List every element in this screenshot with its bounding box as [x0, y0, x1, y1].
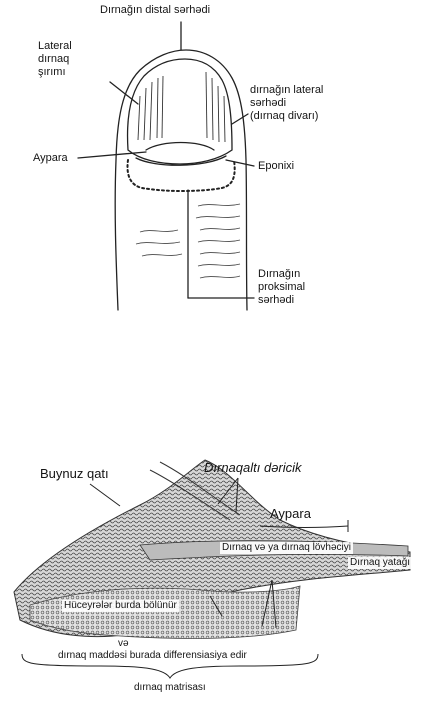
label-differentiates: dırnaq maddəsi burada differensiasiya ed…	[58, 650, 247, 662]
label-cells-divide: Hüceyrələr burda bölünür	[62, 600, 179, 612]
label-lateral-edge: dırnağın lateral sərhədi (dırnaq divarı)	[250, 84, 323, 123]
label-proximal-edge: Dırnağın proksimal sərhədi	[258, 268, 305, 307]
lunula-curve	[146, 143, 214, 151]
finger-outline	[115, 50, 247, 310]
matrix-region	[30, 586, 300, 638]
nail-plate-outline	[128, 59, 232, 164]
label-horn-layer: Buynuz qatı	[40, 466, 109, 481]
label-nail-plate: Dırnaq və ya dırnaq lövhəciyi	[220, 542, 353, 554]
label-matrix: dırnaq matrisası	[134, 682, 206, 694]
label-and: və	[118, 638, 129, 650]
label-eponychium: Eponixi	[258, 160, 294, 173]
label-lunula-top: Aypara	[33, 152, 68, 165]
label-lateral-groove: Lateral dırnaq şırımı	[38, 40, 72, 79]
label-subnail-skin: Dırnaqaltı dəricik	[204, 460, 302, 475]
label-nail-bed: Dırnaq yatağı	[348, 557, 412, 569]
label-distal-edge: Dırnağın distal sərhədi	[100, 4, 210, 17]
label-lunula-bottom: Aypara	[270, 506, 311, 521]
